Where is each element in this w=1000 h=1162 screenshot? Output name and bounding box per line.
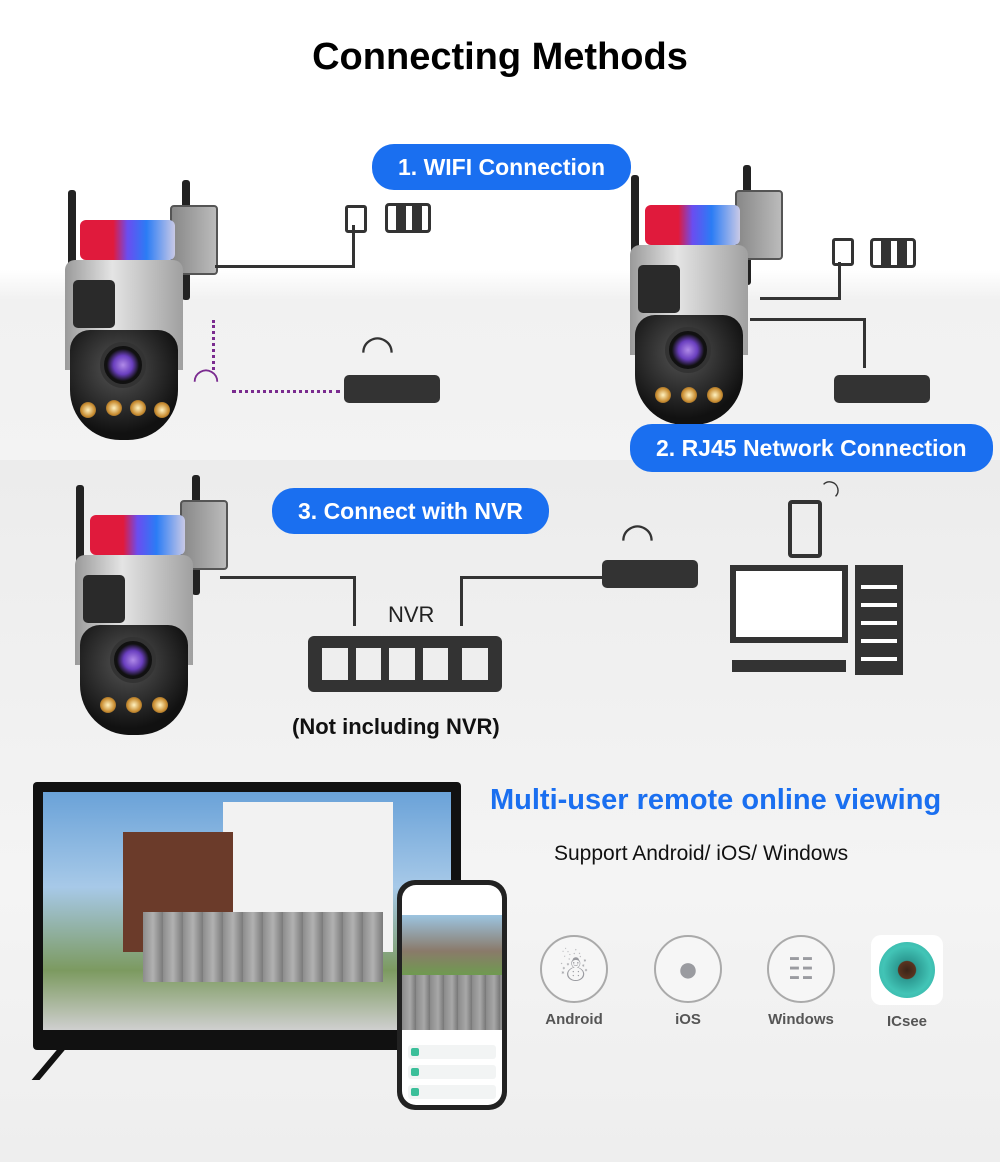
icsee-app-icon (871, 935, 943, 1005)
platform-label: Android (545, 1011, 603, 1028)
platform-ios: ● iOS (648, 935, 728, 1028)
platform-windows: ☷ Windows (761, 935, 841, 1028)
ethernet-cable (353, 576, 356, 626)
power-cable (760, 297, 840, 300)
pc-tower-icon (855, 565, 903, 675)
smartphone-app-preview (397, 880, 507, 1110)
android-icon: ☃ (540, 935, 608, 1003)
platform-label: Windows (768, 1011, 834, 1028)
power-cable (352, 225, 355, 268)
camera-nvr (70, 475, 240, 745)
power-cable (215, 265, 355, 268)
antenna (68, 190, 76, 310)
router-icon (344, 375, 440, 403)
router-icon (602, 560, 698, 588)
wifi-signal-line (212, 320, 215, 370)
method-wifi-label: 1. WIFI Connection (372, 144, 631, 190)
power-outlet-icon (870, 238, 916, 268)
viewing-headline: Multi-user remote online viewing (490, 784, 942, 816)
router-icon (834, 375, 930, 403)
power-cable (838, 262, 841, 300)
platform-icsee: ICsee (867, 935, 947, 1030)
ethernet-cable (863, 318, 866, 368)
nvr-note: (Not including NVR) (292, 714, 500, 739)
apple-icon: ● (654, 935, 722, 1003)
method-rj45-label: 2. RJ45 Network Connection (630, 424, 993, 472)
camera-rj45 (625, 165, 795, 435)
power-outlet-icon (385, 203, 431, 233)
page-title: Connecting Methods (312, 36, 688, 78)
ethernet-cable (460, 576, 463, 626)
camera-mount (170, 205, 218, 275)
platform-android: ☃ Android (534, 935, 614, 1028)
wifi-signal-line (232, 390, 340, 393)
ethernet-cable (750, 318, 865, 321)
power-adapter-icon (832, 238, 854, 266)
method-nvr-label: 3. Connect with NVR (272, 488, 549, 534)
nvr-device-icon (308, 636, 502, 692)
camera-wifi (60, 180, 230, 450)
windows-icon: ☷ (767, 935, 835, 1003)
platform-support-text: Support Android/ iOS/ Windows (554, 842, 849, 865)
smartphone-icon (788, 500, 822, 558)
power-adapter-icon (345, 205, 367, 233)
camera-dome (70, 330, 178, 440)
tv-display (33, 782, 461, 1050)
ethernet-cable (460, 576, 610, 579)
monitor-stand (732, 660, 846, 672)
wifi-icon: ◠ (360, 328, 395, 372)
wifi-icon: ◠ (620, 516, 655, 560)
ethernet-cable (220, 576, 355, 579)
wifi-icon: ◠ (192, 361, 220, 397)
nvr-label: NVR (388, 602, 435, 627)
alarm-light (80, 220, 175, 260)
platform-label: ICsee (886, 1013, 928, 1030)
tv-screen-image (43, 792, 451, 1030)
platform-label: iOS (675, 1011, 701, 1028)
camera-lens (100, 342, 146, 388)
monitor-icon (730, 565, 848, 643)
ir-lens (73, 280, 115, 328)
